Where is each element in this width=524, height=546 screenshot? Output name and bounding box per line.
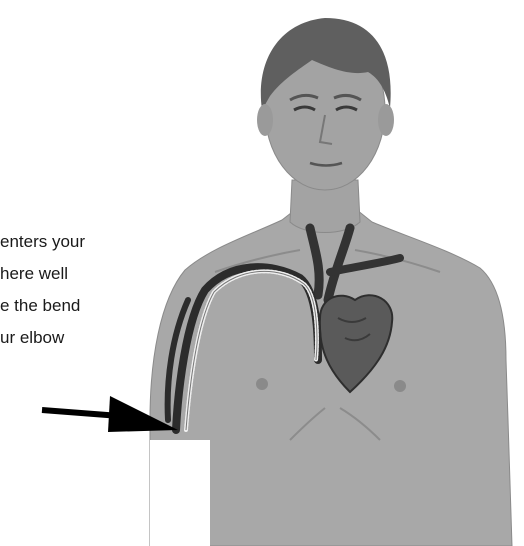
right-nipple: [394, 380, 406, 392]
caption-line-2: here well: [0, 265, 68, 282]
caption-line-4: ur elbow: [0, 329, 64, 346]
arrow-shaft: [42, 410, 120, 416]
left-nipple: [256, 378, 268, 390]
caption-line-3: e the bend: [0, 297, 80, 314]
arm-cutoff: [150, 440, 210, 546]
left-ear: [257, 104, 273, 136]
caption-line-1: enters your: [0, 233, 85, 250]
right-ear: [378, 104, 394, 136]
